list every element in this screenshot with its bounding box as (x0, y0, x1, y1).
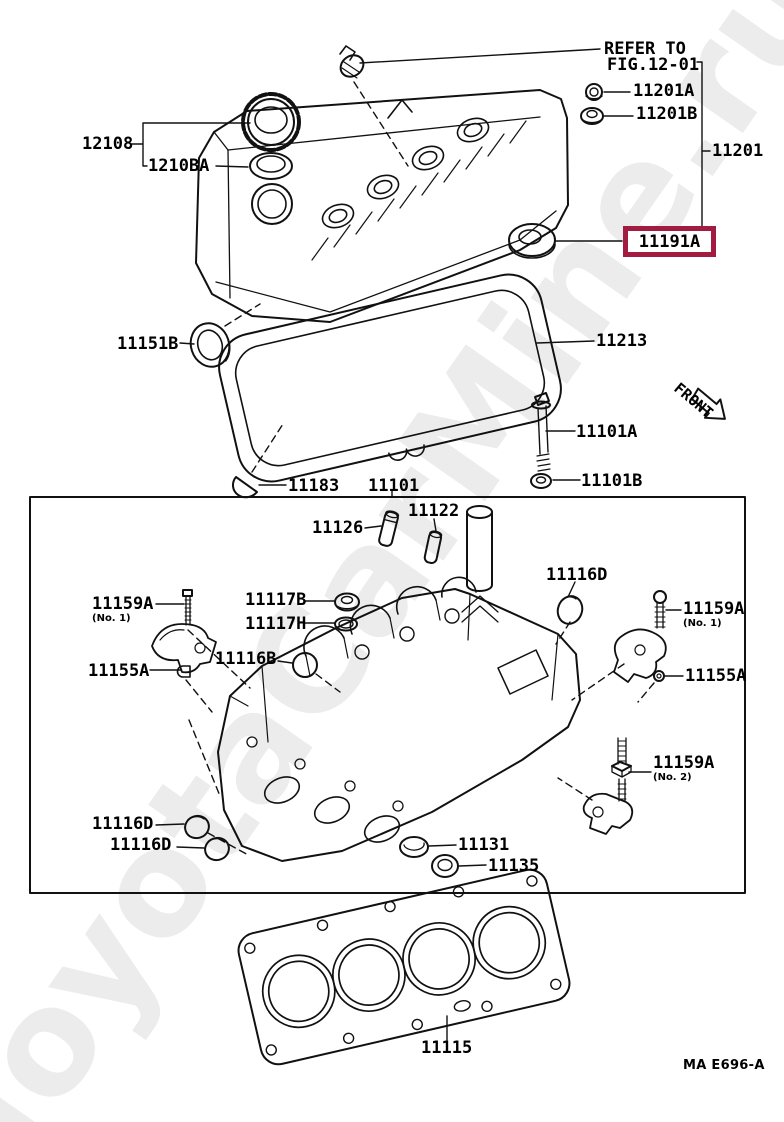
part-label-11183: 11183 (288, 476, 340, 496)
filler-cap-gasket-drawing (249, 152, 293, 180)
part-label-11213: 11213 (596, 331, 648, 351)
part-label-11122: 11122 (408, 501, 460, 521)
part-label-11101A: 11101A (576, 422, 638, 442)
stud-tube-drawing (461, 505, 499, 623)
part-label-11116D-b2: 11116D (110, 835, 172, 855)
seal-washer-11191A-drawing (508, 223, 556, 259)
seal-11131-drawing (399, 836, 429, 858)
cylinder-head-drawing (217, 576, 581, 862)
part-label-11201B: 11201B (636, 104, 698, 124)
part-label-11116B: 11116B (215, 649, 277, 669)
rocker-arm-no2-drawing (582, 792, 634, 835)
cam-cover-humps (321, 117, 490, 229)
seal-11135-drawing (431, 854, 459, 878)
part-label-11159A-no1-right: 11159A (No. 1) (683, 599, 745, 629)
part-label-11117H: 11117H (245, 614, 307, 634)
figure-code: MA E696-A (683, 1058, 765, 1073)
part-label-11131: 11131 (458, 835, 510, 855)
leader-lines (131, 48, 711, 1041)
part-label-11151B: 11151B (117, 334, 179, 354)
cap-11116D-b1-drawing (184, 814, 210, 840)
part-label-11101B: 11101B (581, 471, 643, 491)
part-label-11101: 11101 (368, 476, 420, 496)
part-label-11116D-top: 11116D (546, 565, 608, 585)
semicircular-plug-drawing (231, 476, 258, 499)
part-note: (No. 1) (683, 617, 722, 629)
part-label-11155A-left: 11155A (88, 661, 150, 681)
part-note: (No. 1) (92, 612, 131, 624)
cover-bolt-drawing (339, 45, 365, 79)
ring-11155A-right-drawing (653, 670, 665, 682)
part-number: 11159A (683, 599, 745, 619)
cover-gasket-drawing (218, 273, 562, 483)
part-note: (No. 2) (653, 771, 692, 783)
valve-guide-11122-drawing (423, 530, 443, 564)
dashed-assembly-lines (185, 81, 655, 857)
part-label-11135: 11135 (488, 856, 540, 876)
oil-filler-cap-drawing (241, 92, 301, 152)
oil-filler-neck (251, 183, 293, 225)
part-label-11159A-no1-left: 11159A (No. 1) (92, 594, 154, 624)
part-label-11201: 11201 (712, 141, 764, 161)
camshaft-seal-drawing (189, 322, 231, 368)
part-label-11126: 11126 (312, 518, 364, 538)
head-gasket-drawing (237, 868, 571, 1066)
part-label-12108: 12108 (82, 134, 134, 154)
seal-washer-11201B-drawing (580, 107, 604, 125)
refer-note-line2: FIG.12-01 (607, 55, 700, 75)
rocker-arm-right-drawing (613, 628, 667, 683)
part-label-1210BA: 1210BA (148, 156, 210, 176)
head-bolt-drawing (531, 392, 551, 472)
rocker-bolt-left-drawing (182, 589, 193, 626)
spring-seat-11117B-drawing (334, 592, 360, 612)
part-label-11117B: 11117B (245, 590, 307, 610)
refer-note-line1: REFER TO (604, 39, 686, 59)
highlighted-part-11191A[interactable]: 11191A (623, 226, 716, 257)
cover-hatching (311, 120, 527, 261)
nut-11201A-drawing (585, 83, 603, 101)
cap-11116D-b2-drawing (204, 836, 230, 862)
ring-11117H-drawing (334, 616, 358, 632)
part-label-11115: 11115 (421, 1038, 473, 1058)
valve-cover-drawing (195, 89, 569, 323)
bolt-washer-drawing (530, 473, 552, 489)
front-arrow-icon (690, 387, 726, 420)
rocker-arm-left-drawing (151, 623, 217, 674)
assembly-box-frame (29, 496, 746, 894)
plug-11116B-drawing (292, 652, 318, 678)
valve-guide-11126-drawing (378, 510, 400, 547)
part-label-11116D-b1: 11116D (92, 814, 154, 834)
rocker-bolt-right-drawing (653, 590, 667, 629)
part-label-11159A-no2: 11159A (No. 2) (653, 753, 715, 783)
part-label-11155A-right: 11155A (685, 666, 747, 686)
part-label-11201A: 11201A (633, 81, 695, 101)
retainer-11155A-left-drawing (176, 665, 191, 678)
stud-bolt-no2-drawing (611, 737, 632, 802)
part-number: 11159A (653, 753, 715, 773)
part-number: 11159A (92, 594, 154, 614)
